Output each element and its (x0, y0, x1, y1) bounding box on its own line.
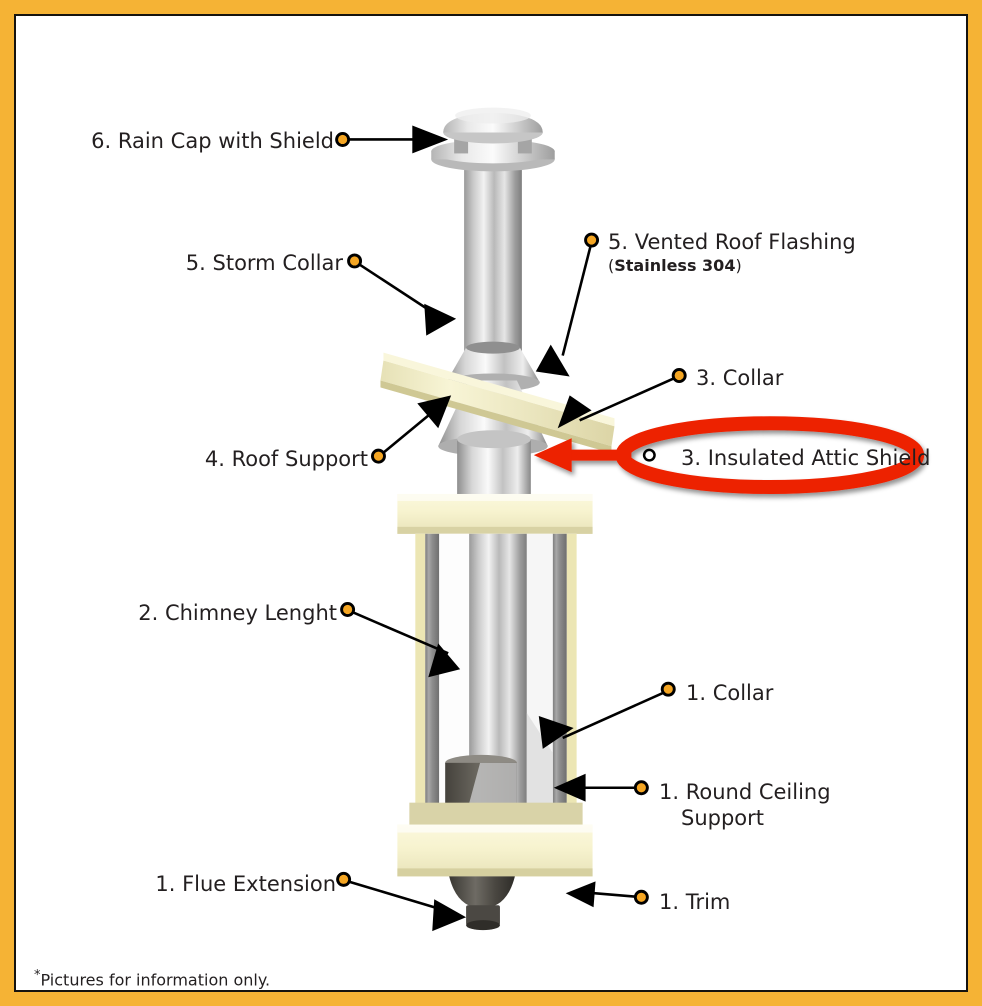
label-insulated-attic-shield-text: 3. Insulated Attic Shield (681, 446, 931, 470)
label-chimney-length: 2. Chimney Lenght (16, 601, 337, 627)
leader-collar-1 (562, 688, 670, 740)
label-rain-cap-text: 6. Rain Cap with Shield (91, 129, 334, 153)
label-collar-1-text: 1. Collar (686, 681, 774, 705)
leader-collar-3 (579, 375, 679, 422)
label-storm-collar: 5. Storm Collar (16, 251, 343, 277)
chimney-diagram (335, 107, 925, 932)
leader-bullets (335, 132, 687, 905)
label-collar-3: 3. Collar (696, 366, 783, 392)
highlight-arrow-head (533, 438, 572, 473)
chimney-pipe-upper (464, 165, 522, 375)
label-trim: 1. Trim (659, 890, 730, 916)
round-ceiling-support-part (397, 802, 593, 877)
leader-flue-extension (344, 879, 445, 912)
label-roof-support: 4. Roof Support (16, 447, 368, 473)
label-material-grade: Stainless 304 (614, 255, 736, 275)
label-rain-cap: 6. Rain Cap with Shield (16, 129, 334, 155)
footnote-text: Pictures for information only. (40, 970, 271, 990)
label-collar-3-text: 3. Collar (696, 366, 784, 390)
rain-cap-part (431, 107, 555, 172)
label-round-ceiling-support: 1. Round Ceiling Support (659, 780, 919, 831)
label-collar-1: 1. Collar (686, 681, 773, 707)
label-storm-collar-text: 5. Storm Collar (185, 251, 343, 275)
chimney-illustration (380, 107, 615, 931)
label-insulated-attic-shield: 3. Insulated Attic Shield (681, 446, 930, 472)
footnote: *Pictures for information only. (34, 968, 270, 989)
footnote-marker: * (34, 968, 41, 983)
roof-support-plate (397, 493, 593, 534)
diagram-canvas-frame: 6. Rain Cap with Shield 5. Storm Collar … (14, 14, 968, 992)
label-chimney-length-text: 2. Chimney Lenght (138, 601, 337, 625)
label-round-ceiling-support-line2: Support (681, 805, 765, 830)
leader-chimney-length (348, 609, 449, 655)
label-vented-roof-flashing: 5. Vented Roof Flashing (Stainless 304) (608, 230, 856, 275)
label-vented-roof-flashing-sub: (Stainless 304) (608, 255, 742, 275)
label-vented-roof-flashing-text: 5. Vented Roof Flashing (608, 230, 856, 254)
highlight-annotation (533, 416, 925, 494)
trim-and-flue-extension-part (449, 876, 515, 931)
leader-lines (344, 138, 679, 912)
leader-storm-collar (354, 260, 437, 316)
label-round-ceiling-support-text: 1. Round Ceiling (659, 780, 831, 804)
leader-vented-flashing (561, 241, 593, 356)
label-trim-text: 1. Trim (659, 890, 731, 914)
label-flue-extension-text: 1. Flue Extension (155, 872, 336, 896)
label-roof-support-text: 4. Roof Support (204, 447, 368, 471)
leader-arrowheads (412, 125, 596, 932)
label-flue-extension: 1. Flue Extension (16, 872, 336, 898)
